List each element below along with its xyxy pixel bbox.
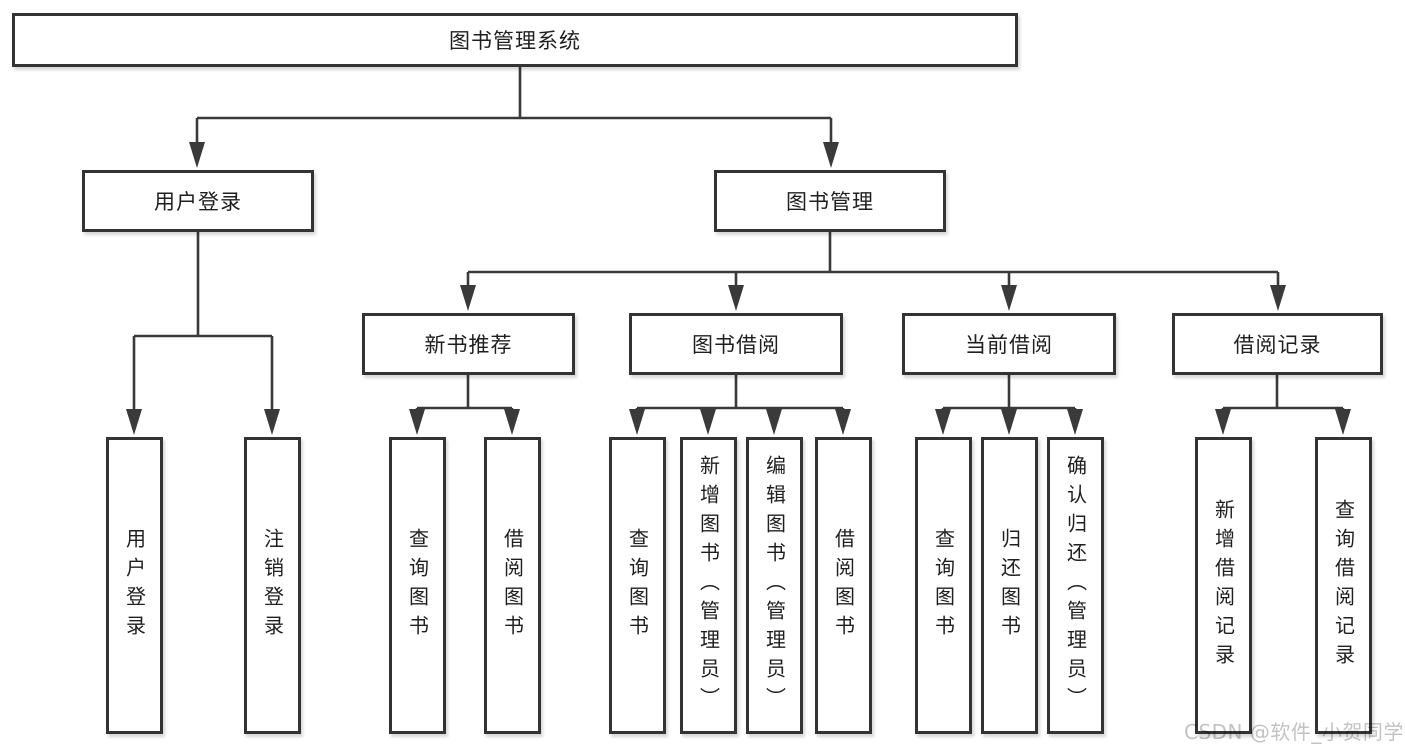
leaf-borrow-books: 借阅图书 xyxy=(815,437,872,734)
leaf-add-borrow-record: 新增借阅记录 xyxy=(1195,437,1252,734)
leaf-confirm-return-admin: 确认归还（管理员） xyxy=(1047,437,1104,734)
leaf-add-books-admin-label: 新增图书（管理员） xyxy=(696,455,721,716)
node-borrowing-records: 借阅记录 xyxy=(1172,313,1383,375)
leaf-query-borrow-record: 查询借阅记录 xyxy=(1315,437,1372,734)
leaf-query-books-current-label: 查询图书 xyxy=(931,527,956,644)
leaf-query-books-current: 查询图书 xyxy=(915,437,972,734)
node-book-management: 图书管理 xyxy=(714,170,946,232)
leaf-add-books-admin: 新增图书（管理员） xyxy=(680,437,737,734)
leaf-query-books-recommendation-label: 查询图书 xyxy=(405,527,430,644)
leaf-borrow-books-recommendation-label: 借阅图书 xyxy=(500,527,525,644)
leaf-borrow-books-recommendation: 借阅图书 xyxy=(484,437,541,734)
node-user-login: 用户登录 xyxy=(82,170,314,232)
leaf-confirm-return-admin-label: 确认归还（管理员） xyxy=(1063,455,1088,716)
leaf-add-borrow-record-label: 新增借阅记录 xyxy=(1211,498,1236,673)
arrowheads xyxy=(126,142,1351,435)
leaf-query-books-recommendation: 查询图书 xyxy=(389,437,446,734)
leaf-query-books-borrowing: 查询图书 xyxy=(609,437,666,734)
leaf-borrow-books-label: 借阅图书 xyxy=(831,527,856,644)
node-new-book-recommendation: 新书推荐 xyxy=(362,313,575,375)
node-current-borrowing: 当前借阅 xyxy=(902,313,1116,375)
node-library-management-system: 图书管理系统 xyxy=(12,13,1018,67)
connector-lines xyxy=(132,66,1345,414)
leaf-logout-label: 注销登录 xyxy=(260,527,285,644)
csdn-watermark: CSDN @软件_小贺同学 xyxy=(1184,720,1404,744)
leaf-return-books-label: 归还图书 xyxy=(997,527,1022,644)
node-book-borrowing: 图书借阅 xyxy=(629,313,843,375)
leaf-query-borrow-record-label: 查询借阅记录 xyxy=(1331,498,1356,673)
leaf-user-login: 用户登录 xyxy=(106,437,163,734)
leaf-edit-books-admin-label: 编辑图书（管理员） xyxy=(762,455,787,716)
leaf-query-books-borrowing-label: 查询图书 xyxy=(625,527,650,644)
leaf-logout: 注销登录 xyxy=(244,437,301,734)
leaf-return-books: 归还图书 xyxy=(981,437,1038,734)
leaf-edit-books-admin: 编辑图书（管理员） xyxy=(746,437,803,734)
leaf-user-login-label: 用户登录 xyxy=(122,527,147,644)
